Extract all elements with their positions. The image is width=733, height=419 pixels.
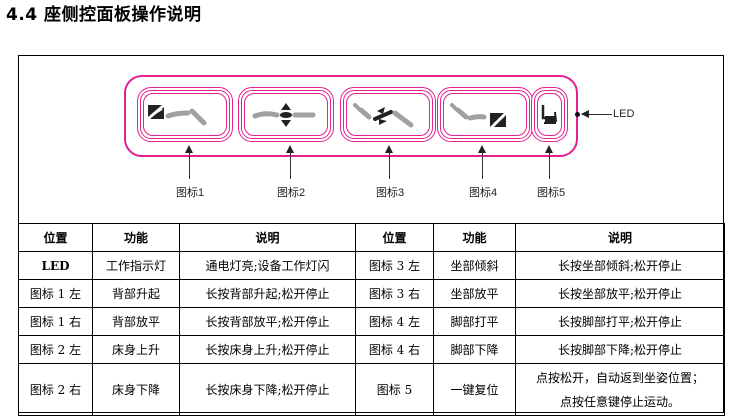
cell: 图标 3 右 — [355, 279, 434, 308]
pointer-arrow-2 — [286, 145, 294, 179]
cell: 背部升起 — [92, 279, 180, 308]
cell: 图标 4 右 — [355, 335, 434, 364]
icon-label-5: 图标5 — [537, 187, 566, 199]
icon-label-1: 图标1 — [176, 187, 205, 199]
table-row: 图标 1 左 背部升起 长按背部升起;松开停止 图标 3 右 坐部放平 长按坐部… — [18, 279, 725, 308]
cell: 图标 1 左 — [18, 279, 93, 308]
header-position: 位置 — [18, 223, 93, 252]
bed-raise-lower-icon — [252, 102, 316, 127]
led-pointer-arrow — [581, 110, 612, 118]
header-function: 功能 — [92, 223, 180, 252]
seat-tilt-icon — [353, 102, 414, 127]
cell: 脚部下降 — [433, 335, 516, 364]
cell: 长按坐部放平;松开停止 — [515, 279, 725, 308]
icon-label-3: 图标3 — [376, 187, 405, 199]
table-row: LED 工作指示灯 通电灯亮;设备工作灯闪 图标 3 左 坐部倾斜 长按坐部倾斜… — [18, 251, 725, 280]
table-header-row: 位置 功能 说明 位置 功能 说明 — [18, 223, 725, 252]
cell: 长按坐部倾斜;松开停止 — [515, 251, 725, 280]
header-position: 位置 — [355, 223, 434, 252]
cell: 图标 1 右 — [18, 307, 93, 336]
cell: 长按脚部打平;松开停止 — [515, 307, 725, 336]
cell: 长按脚部下降;松开停止 — [515, 335, 725, 364]
section-title: 4.4 座侧控面板操作说明 — [6, 5, 202, 25]
cell: 背部放平 — [92, 307, 180, 336]
cell: 脚部打平 — [433, 307, 516, 336]
cell: 图标 2 左 — [18, 335, 93, 364]
panel-button-5[interactable] — [531, 87, 568, 142]
table-row: 图标 1 右 背部放平 长按背部放平;松开停止 图标 4 左 脚部打平 长按脚部… — [18, 307, 725, 336]
cell-line-2: 点按任意键停止运动。 — [559, 394, 680, 409]
led-label: LED — [613, 108, 635, 120]
cell: 长按床身下降;松开停止 — [179, 363, 356, 416]
panel-button-3[interactable] — [340, 87, 436, 142]
leg-rest-icon — [450, 102, 506, 127]
chair-reset-icon — [541, 104, 557, 124]
pointer-arrow-3 — [385, 145, 393, 179]
backrest-up-down-icon — [148, 104, 207, 125]
icon-label-4: 图标4 — [469, 187, 498, 199]
cell: 床身上升 — [92, 335, 180, 364]
cell: LED — [18, 251, 93, 280]
cell: 通电灯亮;设备工作灯闪 — [179, 251, 356, 280]
cell: 图标 2 右 — [18, 363, 93, 416]
function-table: 位置 功能 说明 位置 功能 说明 LED 工作指示灯 通电灯亮;设备工作灯闪 … — [18, 223, 725, 416]
cell: 一键复位 — [433, 363, 516, 416]
pointer-arrow-5 — [545, 145, 553, 179]
cell: 长按背部放平;松开停止 — [179, 307, 356, 336]
cell: 图标 4 左 — [355, 307, 434, 336]
panel-button-2[interactable] — [238, 87, 334, 142]
cell: 坐部倾斜 — [433, 251, 516, 280]
table-row: 图标 2 右 床身下降 长按床身下降;松开停止 图标 5 一键复位 点按松开，自… — [18, 363, 725, 416]
cell: 图标 5 — [355, 363, 434, 416]
header-description: 说明 — [179, 223, 356, 252]
cell-line-1: 点按松开，自动返到坐姿位置； — [535, 370, 704, 385]
icon-label-2: 图标2 — [277, 187, 306, 199]
header-function: 功能 — [433, 223, 516, 252]
cell: 长按床身上升;松开停止 — [179, 335, 356, 364]
cell: 图标 3 左 — [355, 251, 434, 280]
pointer-arrow-1 — [185, 145, 193, 179]
panel-button-1[interactable] — [137, 87, 233, 142]
led-indicator — [575, 112, 580, 117]
panel-button-4[interactable] — [437, 87, 533, 142]
header-description: 说明 — [515, 223, 725, 252]
cell: 长按背部升起;松开停止 — [179, 279, 356, 308]
cell: 坐部放平 — [433, 279, 516, 308]
cell: 工作指示灯 — [92, 251, 180, 280]
table-row: 图标 2 左 床身上升 长按床身上升;松开停止 图标 4 右 脚部下降 长按脚部… — [18, 335, 725, 364]
cell-two-line: 点按松开，自动返到坐姿位置； 点按任意键停止运动。 — [515, 363, 725, 416]
cell: 床身下降 — [92, 363, 180, 416]
pointer-arrow-4 — [478, 145, 486, 179]
